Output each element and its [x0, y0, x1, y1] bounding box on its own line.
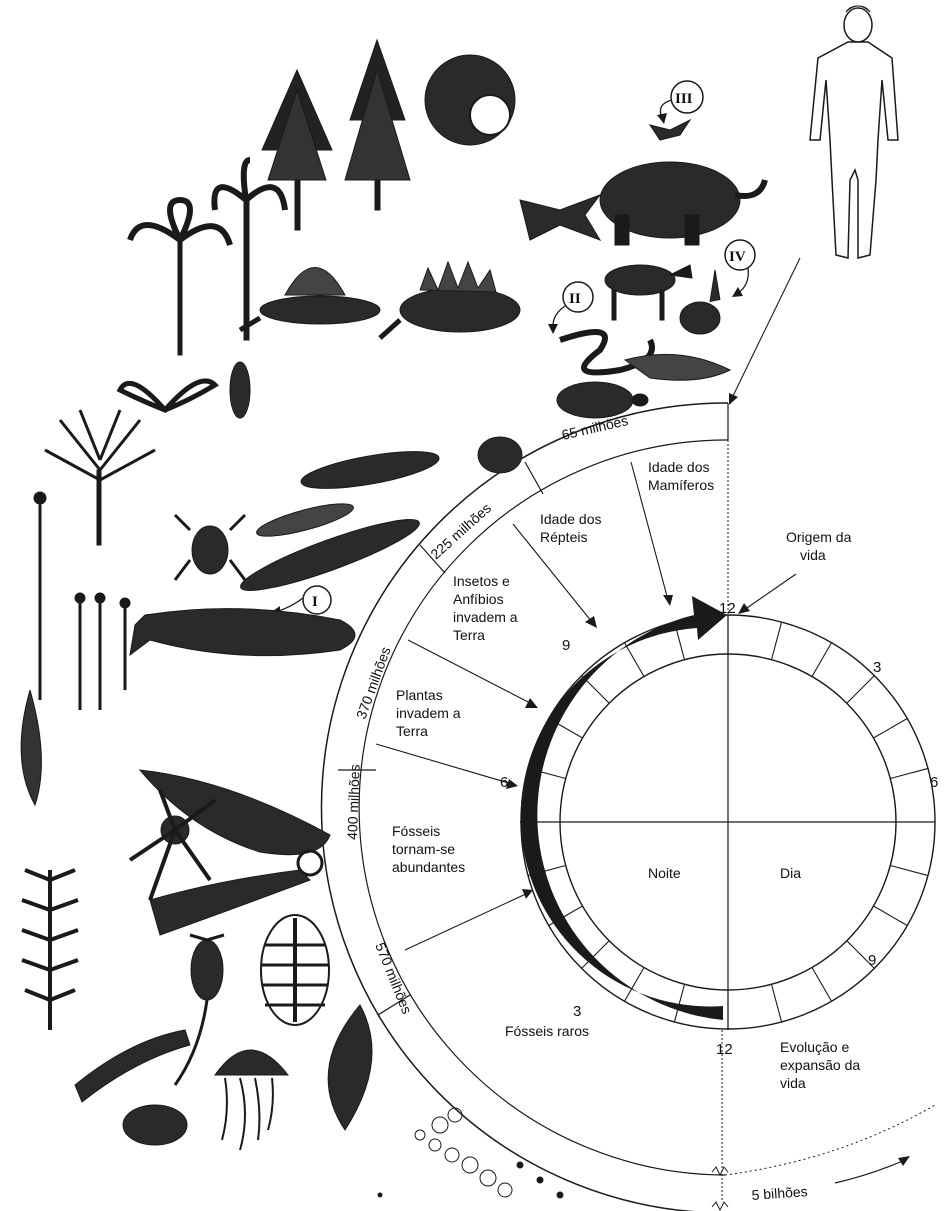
- label-400-milhoes: 400 milhões: [344, 764, 363, 840]
- label-evolution-expansion: Evolução e expansão da vida: [780, 1039, 864, 1091]
- horse-icon: [605, 265, 692, 320]
- mammoth-icon: [600, 162, 765, 245]
- palm-trees-icon: [130, 160, 285, 355]
- evolution-arrow: [521, 596, 727, 1020]
- trilobite-icon: [261, 915, 329, 1025]
- clock-tick: [812, 643, 832, 677]
- label-day: Dia: [780, 865, 801, 881]
- sea-plant-icon: [22, 870, 78, 1030]
- hour-9-right: 9: [868, 952, 876, 969]
- disc-fossil-icon: [123, 1105, 187, 1145]
- scorpion-icon: [175, 515, 245, 580]
- hour-12-bottom: 12: [716, 1041, 733, 1058]
- fern-icon: [120, 381, 215, 410]
- clock-tick: [873, 906, 907, 926]
- dimetrodon-icon: [240, 268, 380, 331]
- worm-icon: [75, 1030, 190, 1102]
- label-insects-amphibians: Insetos e Anfíbios invadem a Terra: [453, 573, 521, 643]
- clock-tick: [771, 622, 781, 660]
- hour-6-left: 6: [500, 774, 508, 791]
- turtle-icon: [557, 382, 648, 418]
- hour-3-right: 3: [873, 659, 881, 676]
- hour-3-left: 3: [573, 1003, 581, 1020]
- label-fossils-abundant: Fósseis tornam-se abundantes: [392, 823, 465, 875]
- hour-12-top: 12: [719, 600, 736, 617]
- insect-icon: [230, 362, 250, 418]
- label-fossils-rare: Fósseis raros: [505, 1023, 589, 1039]
- clock-tick: [812, 967, 832, 1001]
- label-night: Noite: [648, 865, 681, 881]
- svg-text:IV: IV: [729, 249, 746, 265]
- small-pterosaur-icon: [650, 120, 690, 140]
- fish-icon: [130, 609, 355, 656]
- time-arrow: [835, 1160, 905, 1183]
- label-origin-of-life: Origem da vida: [786, 529, 855, 563]
- clock-tick: [625, 643, 645, 677]
- early-plants-icon: [21, 492, 130, 805]
- clock-tick: [890, 768, 928, 778]
- tall-tree-icon: [45, 410, 155, 545]
- hour-6-right: 6: [930, 774, 938, 791]
- marker-ii: II: [548, 282, 593, 334]
- label-5-bilhoes: 5 bilhões: [751, 1183, 808, 1203]
- label-reptiles: Idade dos Répteis: [540, 511, 605, 545]
- crinoid-icon: [175, 935, 224, 1085]
- marker-iv: IV: [725, 240, 755, 297]
- svg-text:II: II: [569, 291, 581, 307]
- whale-icon: [625, 354, 730, 380]
- pterosaur-icon: [520, 195, 600, 240]
- clock-tick: [847, 676, 875, 704]
- label-mammals: Idade dos Mamíferos: [648, 459, 714, 493]
- clock-tick: [771, 984, 781, 1022]
- clock-tick: [873, 719, 907, 739]
- small-mammal-icon: [478, 437, 522, 473]
- jellyfish-icon: [215, 1050, 288, 1150]
- human-figure-icon: [810, 6, 898, 258]
- sea-pen-icon: [328, 1005, 372, 1130]
- rabbit-icon: [680, 270, 720, 334]
- svg-text:I: I: [312, 594, 318, 610]
- hour-9-left: 9: [562, 637, 570, 654]
- clock-tick: [674, 984, 684, 1022]
- svg-text:III: III: [675, 91, 693, 107]
- stegosaurus-icon: [380, 262, 520, 338]
- label-370-milhoes: 370 milhões: [353, 645, 394, 721]
- amphibians-icon: [236, 444, 442, 602]
- label-plants: Plantas invadem a Terra: [396, 687, 464, 739]
- marker-iii: III: [657, 81, 703, 124]
- trees-icon: [262, 40, 515, 230]
- clock-tick: [890, 865, 928, 875]
- clock-tick: [625, 967, 645, 1001]
